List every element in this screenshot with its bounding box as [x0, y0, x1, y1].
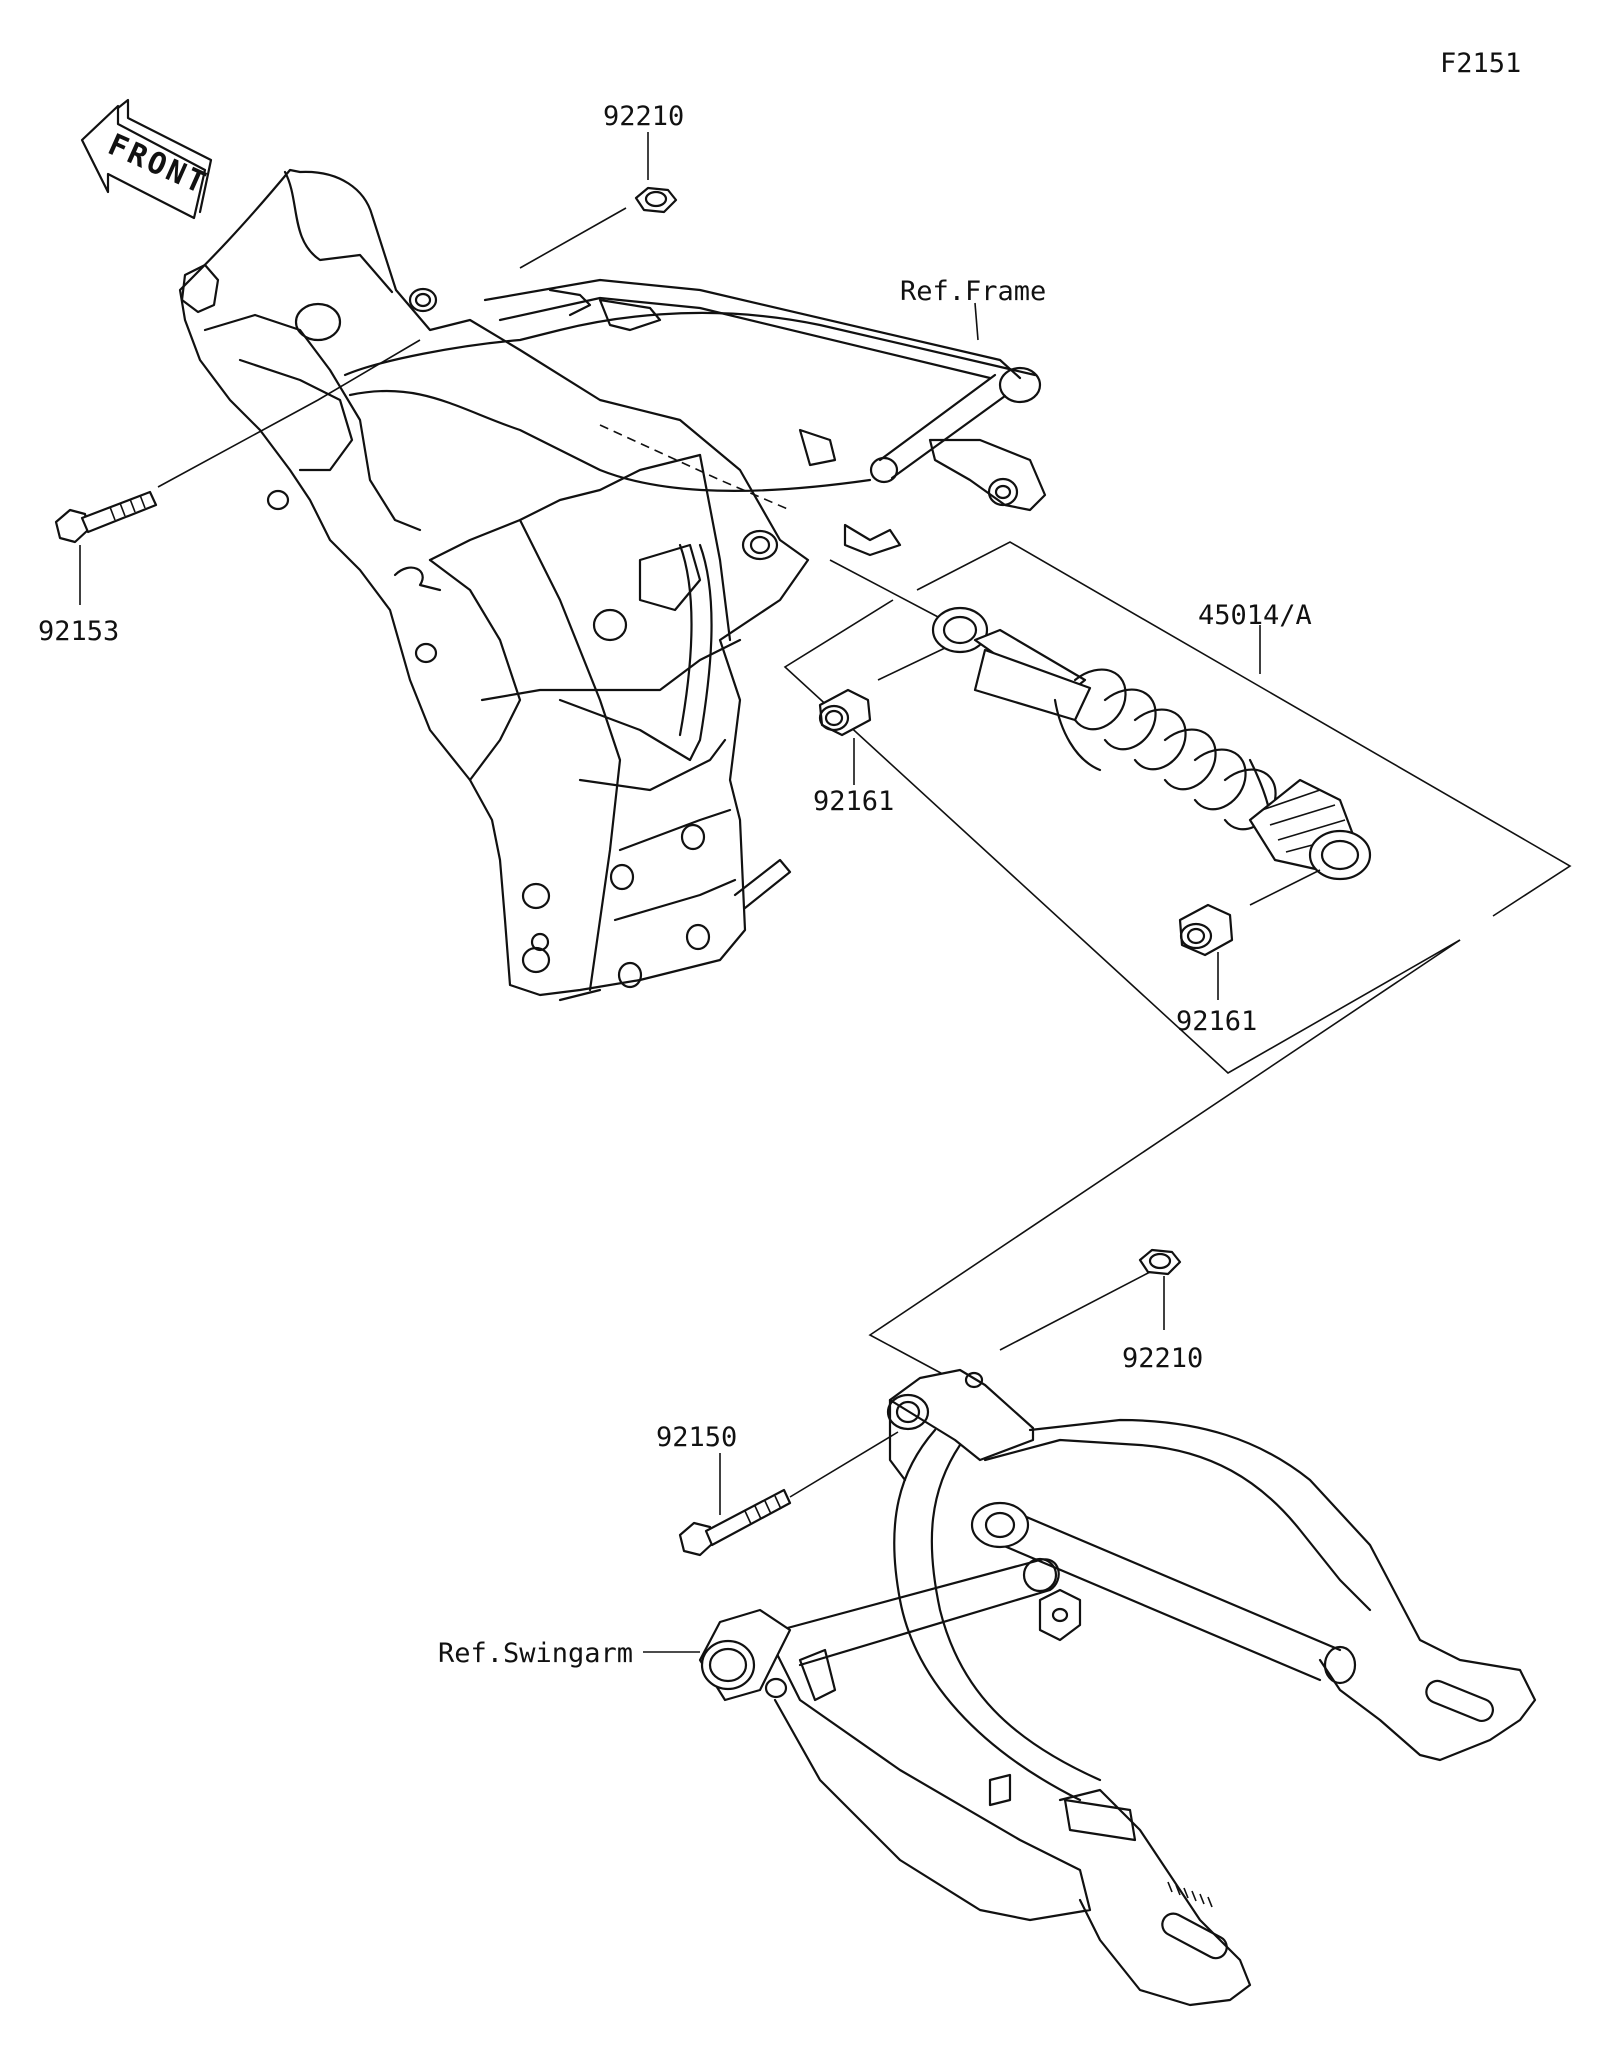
label-shock: 45014/A: [1198, 600, 1312, 631]
label-bolt-lower: 92150: [656, 1422, 737, 1453]
nut-92210-lower: [1138, 1248, 1182, 1276]
bolt-92150: [678, 1488, 792, 1557]
frame-drawing: [178, 168, 1047, 1002]
bushing-92161-lower: [1178, 903, 1234, 957]
label-bushing-upper: 92161: [813, 786, 894, 817]
figure-code: F2151: [1440, 48, 1521, 79]
label-ref-swingarm: Ref.Swingarm: [438, 1638, 633, 1669]
shock-absorber: [931, 606, 1372, 881]
bushing-92161-upper: [818, 688, 872, 737]
label-bushing-lower: 92161: [1176, 1006, 1257, 1037]
label-nut-top: 92210: [603, 101, 684, 132]
bolt-92153: [54, 490, 158, 544]
nut-92210-top: [634, 186, 678, 214]
front-arrow: FRONT: [80, 98, 213, 220]
label-nut-lower: 92210: [1122, 1343, 1203, 1374]
label-bolt-upper: 92153: [38, 616, 119, 647]
swingarm-drawing: [698, 1368, 1537, 2007]
label-ref-frame: Ref.Frame: [900, 276, 1046, 307]
shock-box: [783, 541, 1572, 1074]
